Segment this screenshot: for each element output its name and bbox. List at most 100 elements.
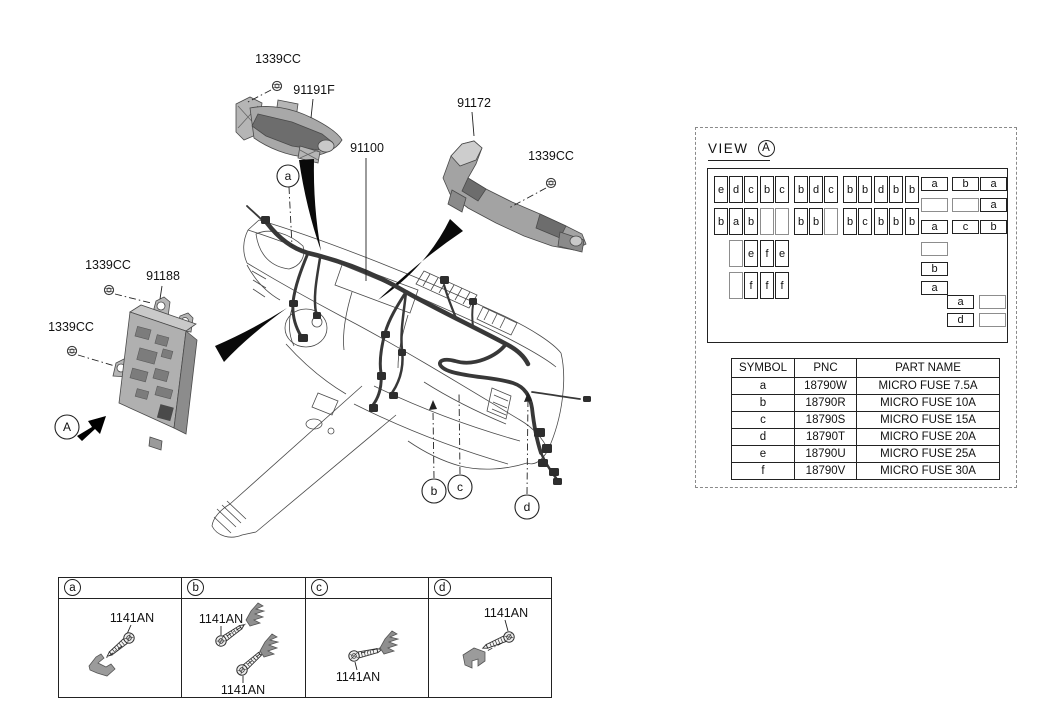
fuse-b: b [889,208,903,235]
cell-marker-b: b [187,579,205,596]
fuse-e: e [714,176,728,203]
hardware-table: a 1141AN b 1141AN [58,577,552,698]
callout-d: d [514,494,540,520]
cell-part-name: MICRO FUSE 15A [856,411,1000,429]
cell-pnc: 18790V [794,462,857,480]
bolt-label: 1141AN [335,670,379,684]
fuse-b: b [809,208,823,235]
bolt-icon [346,644,383,663]
clip-icon [379,630,398,655]
fuse-blank [921,242,948,256]
label-1339CC-left-lower: 1339CC [48,320,94,334]
fuse-f: f [760,240,774,267]
bolt-label: 1141AN [199,612,243,626]
fuse-a: a [921,281,948,295]
fuse-b: b [794,208,808,235]
fuse-f: f [760,272,774,299]
nut-icon [103,284,115,296]
fuse-d: d [809,176,823,203]
fuse-a: a [729,208,743,235]
fuse-blank [979,313,1006,327]
fuse-b: b [714,208,728,235]
fastener-drawing-d: 1141AN [462,606,528,669]
fuse-b: b [905,176,919,203]
col-header-pnc: PNC [794,358,857,378]
dashboard-sketch [243,219,565,470]
fuse-blank [775,208,789,235]
col-header-symbol: SYMBOL [731,358,795,378]
fuse-blank [729,240,743,267]
harness-connectors [261,216,591,485]
fuse-f: f [775,272,789,299]
fuse-blank [979,295,1006,309]
fuse-c: c [858,208,872,235]
part-91172 [442,140,587,253]
fuse-b: b [744,208,758,235]
callout-c: c [447,474,473,500]
bolt-icon [479,629,517,654]
fuse-blank [952,198,979,212]
fuse-b: b [843,176,857,203]
svg-text:c: c [457,480,463,494]
cell-symbol: c [731,411,795,429]
hardware-cell-b: b 1141AN 1141AN [181,578,305,697]
callout-markers: a b c d A [54,164,540,520]
fuse-e: e [744,240,758,267]
col-header-part-name: PART NAME [856,358,1000,378]
cell-marker-a: a [64,579,81,596]
fuse-b: b [858,176,872,203]
hardware-cell-b-header: b [182,578,305,599]
locator-swooshes [215,159,463,362]
fuse-b: b [980,220,1007,234]
label-91191F: 91191F [293,83,335,97]
view-direction-arrow [77,416,106,441]
view-title: VIEW [708,140,749,156]
svg-text:a: a [285,169,292,183]
clip-icon [259,633,279,658]
label-91100: 91100 [350,141,384,155]
fuse-d: d [874,176,888,203]
cell-pnc: 18790U [794,445,857,463]
fuse-c: c [775,176,789,203]
fuse-c: c [824,176,838,203]
cell-part-name: MICRO FUSE 20A [856,428,1000,446]
cell-pnc: 18790R [794,394,857,412]
view-a-marker: A [757,139,775,157]
fuse-c: c [952,220,979,234]
fuse-b: b [874,208,888,235]
cell-symbol: a [731,377,795,395]
nut-icon [545,177,557,189]
label-91172: 91172 [457,96,491,110]
cell-part-name: MICRO FUSE 7.5A [856,377,1000,395]
view-title-underline [708,160,770,161]
svg-text:d: d [524,500,531,514]
hardware-cell-c: c 1141AN [304,578,428,697]
cell-pnc: 18790S [794,411,857,429]
bolt-label: 1141AN [484,606,528,620]
label-91188: 91188 [146,269,180,283]
cell-part-name: MICRO FUSE 10A [856,394,1000,412]
fuse-f: f [744,272,758,299]
fuse-a: a [921,220,948,234]
clip-icon [245,602,265,627]
clip-icon [462,647,486,669]
fastener-drawing-a: 1141AN [88,611,154,677]
clip-icon [88,653,116,677]
cell-marker-c: c [310,579,328,596]
cell-pnc: 18790T [794,428,857,446]
fuse-b: b [921,262,948,276]
fuse-b: b [843,208,857,235]
cell-symbol: f [731,462,795,480]
label-1339CC-left-upper: 1339CC [85,258,131,272]
fuse-b: b [952,177,979,191]
bolt-label: 1141AN [221,683,265,697]
harness-91100 [246,205,581,480]
fuse-e: e [775,240,789,267]
